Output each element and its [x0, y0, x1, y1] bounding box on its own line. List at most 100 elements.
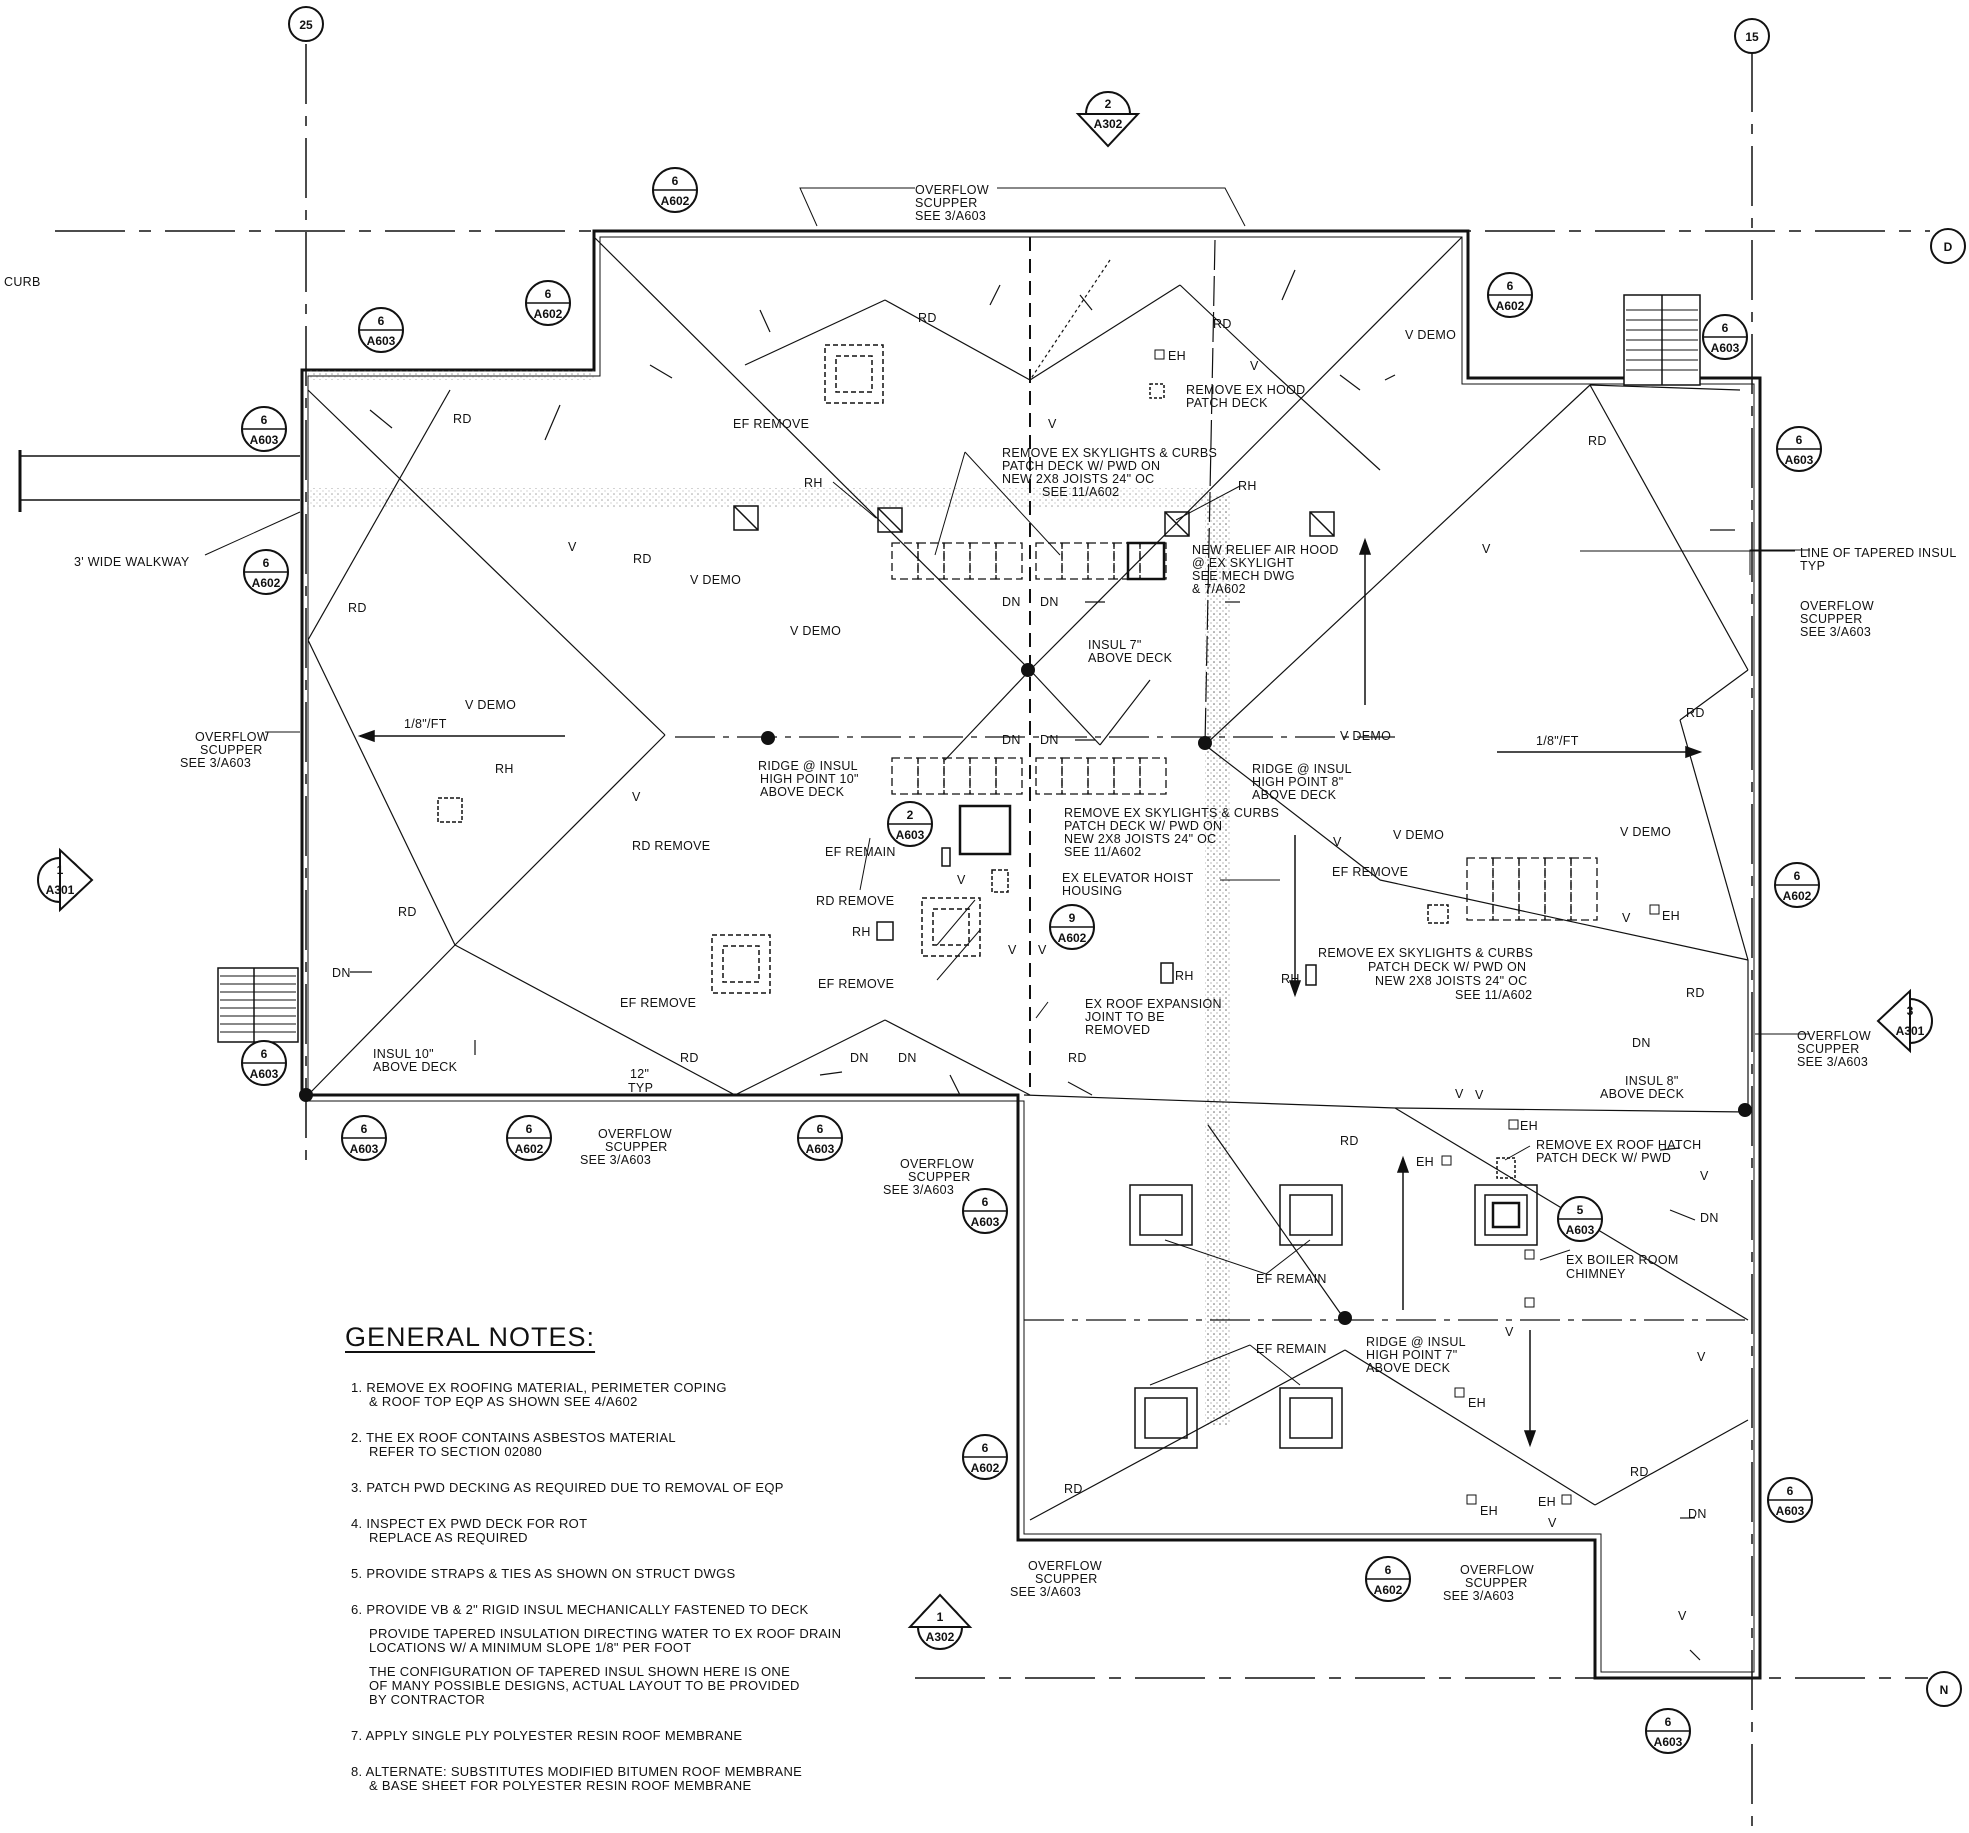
svg-text:A603: A603	[367, 334, 396, 348]
rh-unit	[437, 797, 463, 823]
svg-text:SEE 11/A602: SEE 11/A602	[1042, 485, 1119, 499]
svg-text:RD: RD	[1213, 317, 1232, 331]
svg-text:DN: DN	[850, 1051, 869, 1065]
svg-text:DN: DN	[1002, 733, 1021, 747]
svg-text:INSUL 8": INSUL 8"	[1625, 1074, 1679, 1088]
svg-text:V: V	[1482, 542, 1491, 556]
svg-text:SCUPPER: SCUPPER	[1797, 1042, 1860, 1056]
svg-text:SCUPPER: SCUPPER	[915, 196, 978, 210]
slope-arrows	[357, 537, 1703, 1448]
callout-text: 6 A602 6 A602 6 A603 6 A603 6 A602 6 A60…	[46, 97, 1925, 1749]
svg-text:ABOVE DECK: ABOVE DECK	[1088, 651, 1173, 665]
svg-text:1/8"/FT: 1/8"/FT	[1536, 734, 1579, 748]
svg-text:A603: A603	[250, 433, 279, 447]
svg-text:6: 6	[982, 1195, 989, 1209]
svg-text:2: 2	[1105, 97, 1112, 111]
svg-text:ABOVE DECK: ABOVE DECK	[373, 1060, 458, 1074]
svg-text:SEE 3/A603: SEE 3/A603	[1010, 1585, 1081, 1599]
svg-text:NEW 2X8 JOISTS 24" OC: NEW 2X8 JOISTS 24" OC	[1002, 472, 1154, 486]
svg-text:SCUPPER: SCUPPER	[908, 1170, 971, 1184]
svg-text:ABOVE DECK: ABOVE DECK	[1600, 1087, 1685, 1101]
svg-text:EX ELEVATOR HOIST: EX ELEVATOR HOIST	[1062, 871, 1194, 885]
svg-text:RD: RD	[1630, 1465, 1649, 1479]
svg-text:EH: EH	[1480, 1504, 1498, 1518]
svg-text:LINE OF TAPERED INSUL: LINE OF TAPERED INSUL	[1800, 546, 1957, 560]
ef-remove-unit	[921, 897, 981, 957]
svg-text:RH: RH	[1281, 972, 1300, 986]
svg-text:EH: EH	[1538, 1495, 1556, 1509]
note-item: 3. PATCH PWD DECKING AS REQUIRED DUE TO …	[351, 1480, 784, 1495]
svg-text:INSUL 10": INSUL 10"	[373, 1047, 434, 1061]
relief-air-hood	[1126, 541, 1166, 581]
svg-text:V DEMO: V DEMO	[465, 698, 516, 712]
svg-text:6: 6	[982, 1441, 989, 1455]
svg-text:A603: A603	[1566, 1223, 1595, 1237]
svg-text:TYP: TYP	[1800, 559, 1825, 573]
svg-text:RH: RH	[1175, 969, 1194, 983]
svg-text:9: 9	[1069, 911, 1076, 925]
svg-text:RD: RD	[1686, 986, 1705, 1000]
note-item: 4. INSPECT EX PWD DECK FOR ROT REPLACE A…	[351, 1516, 588, 1545]
svg-text:V: V	[1700, 1169, 1709, 1183]
svg-text:A602: A602	[661, 194, 690, 208]
rh-unit	[877, 507, 903, 533]
note-item: 7. APPLY SINGLE PLY POLYESTER RESIN ROOF…	[351, 1728, 743, 1743]
ef-remove-unit	[711, 934, 771, 994]
svg-text:JOINT TO BE: JOINT TO BE	[1085, 1010, 1165, 1024]
curb-band	[308, 370, 594, 380]
vent-marks	[1154, 349, 1660, 1505]
svg-text:RD: RD	[918, 311, 937, 325]
svg-text:RH: RH	[1238, 479, 1257, 493]
ef-remain-unit	[1129, 1184, 1193, 1246]
svg-text:SCUPPER: SCUPPER	[1465, 1576, 1528, 1590]
svg-text:CURB: CURB	[4, 275, 41, 289]
svg-text:V DEMO: V DEMO	[1405, 328, 1456, 342]
svg-text:OVERFLOW: OVERFLOW	[1800, 599, 1874, 613]
svg-text:3' WIDE WALKWAY: 3' WIDE WALKWAY	[74, 555, 190, 569]
svg-text:A602: A602	[971, 1461, 1000, 1475]
svg-text:RH: RH	[804, 476, 823, 490]
svg-text:A602: A602	[1058, 931, 1087, 945]
svg-text:REMOVE EX SKYLIGHTS & CURBS: REMOVE EX SKYLIGHTS & CURBS	[1002, 446, 1217, 460]
svg-text:V: V	[1678, 1609, 1687, 1623]
svg-text:V DEMO: V DEMO	[790, 624, 841, 638]
svg-text:V: V	[1008, 943, 1017, 957]
svg-text:OVERFLOW: OVERFLOW	[598, 1127, 672, 1141]
stair-left	[217, 967, 299, 1043]
svg-text:V: V	[1697, 1350, 1706, 1364]
svg-text:DN: DN	[1688, 1507, 1707, 1521]
svg-text:6: 6	[1796, 433, 1803, 447]
svg-text:INSUL 7": INSUL 7"	[1088, 638, 1142, 652]
rh-unit	[1160, 962, 1174, 984]
svg-text:V DEMO: V DEMO	[1620, 825, 1671, 839]
svg-text:EH: EH	[1168, 349, 1186, 363]
svg-text:OVERFLOW: OVERFLOW	[915, 183, 989, 197]
svg-text:SCUPPER: SCUPPER	[605, 1140, 668, 1154]
tapered-insulation-lines	[307, 236, 1749, 1521]
svg-text:EF REMOVE: EF REMOVE	[620, 996, 696, 1010]
svg-text:2: 2	[907, 808, 914, 822]
ef-remain-unit	[1134, 1387, 1198, 1449]
svg-text:6: 6	[545, 287, 552, 301]
svg-text:V: V	[568, 540, 577, 554]
svg-text:A603: A603	[896, 828, 925, 842]
svg-text:SEE 3/A603: SEE 3/A603	[1800, 625, 1871, 639]
svg-text:RD: RD	[348, 601, 367, 615]
svg-text:6: 6	[1507, 279, 1514, 293]
svg-text:3: 3	[1907, 1004, 1914, 1018]
svg-text:RH: RH	[495, 762, 514, 776]
svg-text:DN: DN	[1040, 595, 1059, 609]
svg-text:6: 6	[263, 556, 270, 570]
expansion-joint-band	[1205, 495, 1230, 1425]
svg-text:A302: A302	[1094, 117, 1123, 131]
svg-text:DN: DN	[898, 1051, 917, 1065]
svg-text:EF REMAIN: EF REMAIN	[825, 845, 896, 859]
ef-remain-unit	[1279, 1387, 1343, 1449]
svg-text:EH: EH	[1416, 1155, 1434, 1169]
svg-text:OVERFLOW: OVERFLOW	[1028, 1559, 1102, 1573]
svg-text:V: V	[1505, 1325, 1514, 1339]
boiler-chimney	[1474, 1184, 1538, 1246]
svg-text:SEE 3/A603: SEE 3/A603	[580, 1153, 651, 1167]
svg-text:EF REMOVE: EF REMOVE	[733, 417, 809, 431]
svg-text:TYP: TYP	[628, 1081, 653, 1095]
